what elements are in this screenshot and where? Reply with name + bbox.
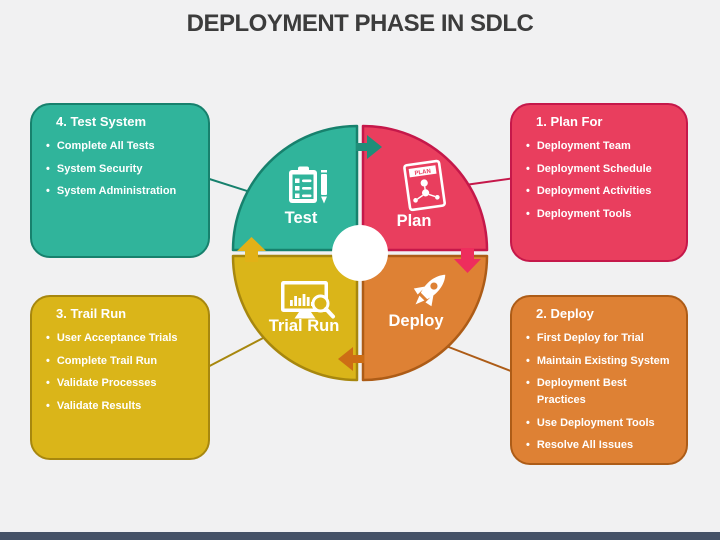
deploy-box: 2. Deploy • First Deploy for Trial • Maint… <box>510 295 688 465</box>
list-item-label: First Deploy for Trial <box>536 332 644 344</box>
plan-doc-label: PLAN <box>414 169 431 177</box>
list-item: • Validate Results <box>46 398 200 415</box>
list-item: • Complete Trail Run <box>46 353 200 370</box>
list-item: • Deployment Schedule <box>526 161 678 178</box>
segment-label-deploy: Deploy <box>388 312 444 330</box>
list-item: • Deployment Best Practices <box>526 375 678 409</box>
list-item: • First Deploy for Trial <box>526 330 678 347</box>
box-item-list: • User Acceptance Trials • Complete Trail … <box>40 330 200 415</box>
bullet-dot: • <box>526 207 530 220</box>
checklist-pencil-icon <box>289 166 327 204</box>
bullet-dot: • <box>526 162 530 175</box>
list-item: • System Security <box>46 161 200 178</box>
trail-run-box: 3. Trail Run • User Acceptance Trials • Co… <box>30 295 210 460</box>
bullet-dot: • <box>46 332 50 344</box>
bullet-dot: • <box>526 185 530 197</box>
list-item: • Resolve All Issues <box>526 437 678 454</box>
box-title: 2. Deploy <box>536 306 594 321</box>
box-item-list: • First Deploy for Trial • Maintain Existi… <box>520 330 678 454</box>
bullet-dot: • <box>46 399 50 412</box>
list-item-label: Deployment Tools <box>536 207 632 220</box>
segment-deploy <box>361 254 489 382</box>
test-system-box: 4. Test System • Complete All Tests • Syst… <box>30 103 210 258</box>
bullet-dot: • <box>46 162 50 175</box>
box-item-list: • Complete All Tests • System Security • Sy… <box>40 138 200 200</box>
arrow-deploy-to-trialrun-icon <box>338 347 364 371</box>
list-item-label: Deployment Schedule <box>536 162 652 175</box>
box-title: 3. Trail Run <box>56 306 127 321</box>
bullet-dot: • <box>46 140 50 152</box>
bullet-dot: • <box>526 332 530 344</box>
list-item: • Deployment Activities <box>526 183 678 200</box>
bullet-dot: • <box>526 354 530 367</box>
list-item-label: Resolve All Issues <box>536 439 634 451</box>
segment-label-plan: Plan <box>397 212 432 230</box>
list-item-label: Complete Trail Run <box>56 354 158 367</box>
list-item: • System Administration <box>46 183 200 200</box>
bullet-dot: • <box>526 377 530 389</box>
box-title: 4. Test System <box>56 114 147 129</box>
box-title: 1. Plan For <box>536 114 603 129</box>
box-item-list: • Deployment Team • Deployment Schedule • D… <box>520 138 678 223</box>
plan-document-icon: PLAN <box>403 159 447 212</box>
monitor-magnifier-icon <box>281 281 335 319</box>
arrow-test-to-plan-icon <box>356 135 382 159</box>
list-item-label: System Administration <box>56 185 177 197</box>
bullet-dot: • <box>46 377 50 389</box>
list-item-label: Deployment Team <box>536 140 631 152</box>
list-item-label: Maintain Existing System <box>536 354 670 367</box>
plan-for-box: 1. Plan For • Deployment Team • Deployment… <box>510 103 688 262</box>
list-item: • Complete All Tests <box>46 138 200 155</box>
arrow-trialrun-to-test-icon <box>237 237 266 262</box>
page-title: DEPLOYMENT PHASE IN SDLC <box>186 10 534 37</box>
rocket-icon <box>413 274 446 307</box>
arrow-plan-to-deploy-icon <box>454 248 481 273</box>
list-item: • Deployment Tools <box>526 206 678 223</box>
connector-trail-run <box>199 335 268 372</box>
list-item: • Maintain Existing System <box>526 353 678 370</box>
bullet-dot: • <box>526 439 530 451</box>
segment-label-trial-run: Trial Run <box>269 317 340 335</box>
list-item-label: Use Deployment Tools <box>536 416 655 429</box>
list-item: • Validate Processes <box>46 375 200 392</box>
connector-deploy <box>445 345 517 374</box>
list-item-label: Complete All Tests <box>56 140 155 152</box>
list-item-label: Validate Results <box>56 399 142 412</box>
segment-label-test: Test <box>285 209 318 227</box>
list-item: • Use Deployment Tools <box>526 415 678 432</box>
footer-bar <box>0 532 720 540</box>
center-circle <box>332 225 388 281</box>
list-item-label: Validate Processes <box>56 377 157 389</box>
list-item-label: Deployment Activities <box>536 185 652 197</box>
bullet-dot: • <box>526 140 530 152</box>
connector-plan-for <box>464 177 516 186</box>
bullet-dot: • <box>526 416 530 429</box>
list-item-label: User Acceptance Trials <box>56 332 178 344</box>
bullet-dot: • <box>46 185 50 197</box>
list-item: • User Acceptance Trials <box>46 330 200 347</box>
list-item: • Deployment Team <box>526 138 678 155</box>
bullet-dot: • <box>46 354 50 367</box>
list-item-label: Deployment Best Practices <box>536 377 627 406</box>
list-item-label: System Security <box>56 162 143 175</box>
